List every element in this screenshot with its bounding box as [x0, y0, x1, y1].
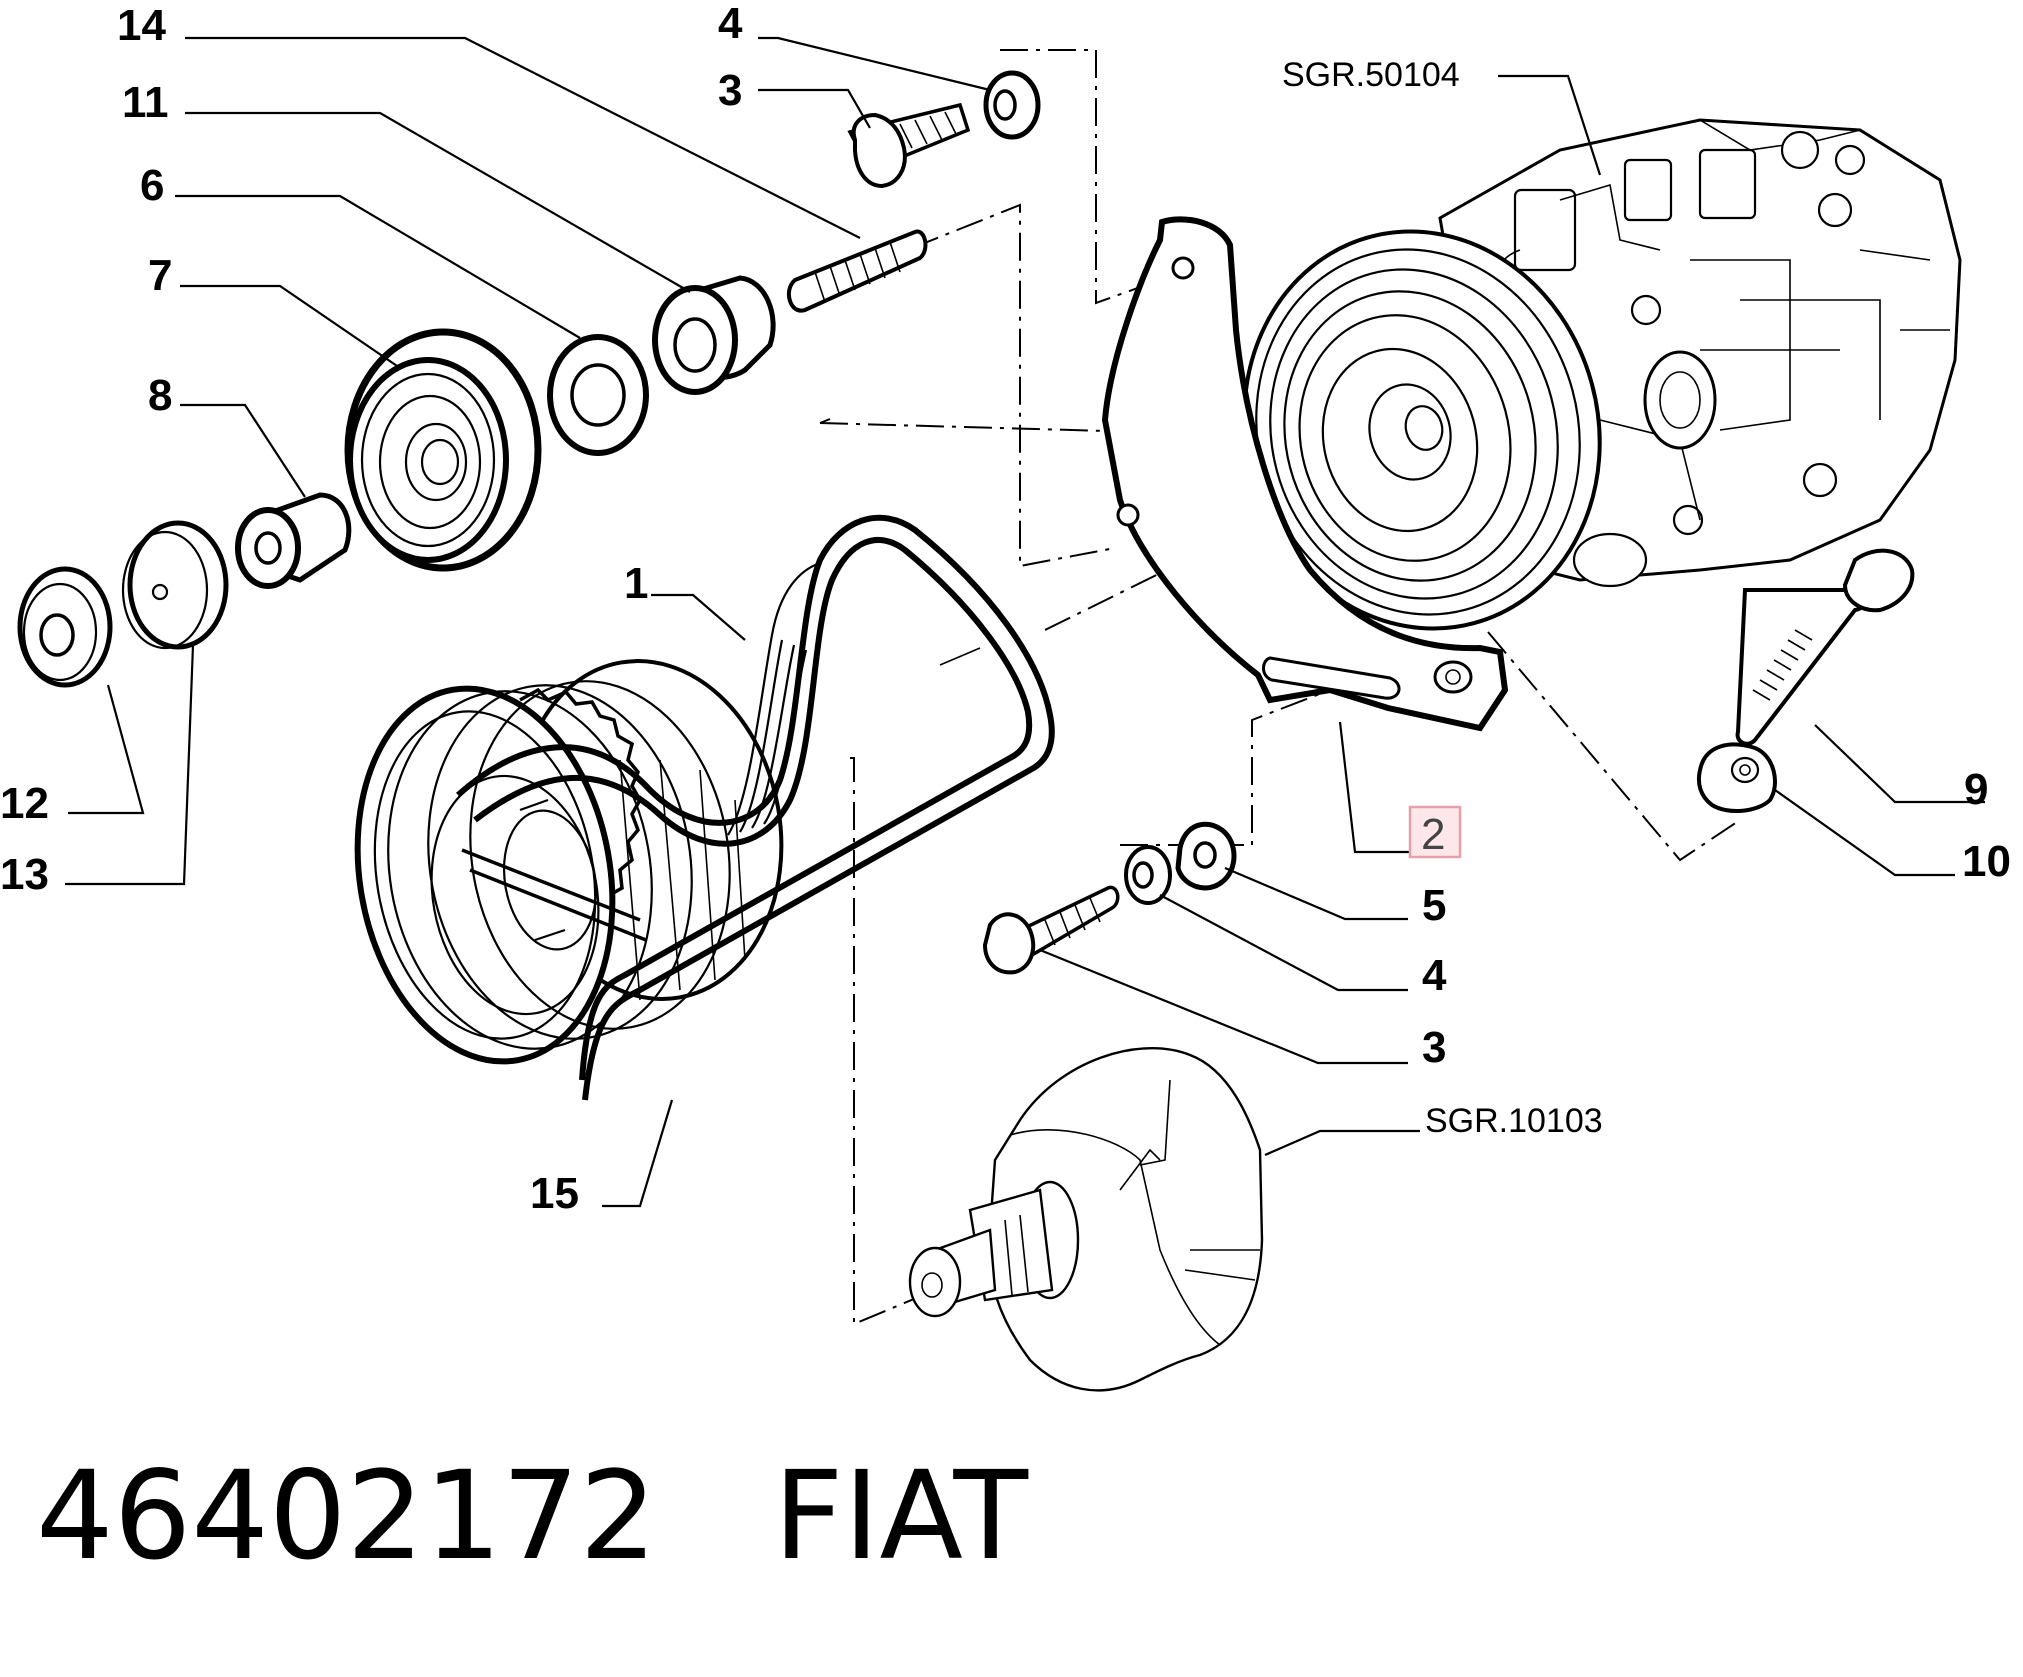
spacer: [652, 275, 776, 395]
crankshaft-pulley: [354, 659, 784, 1065]
callout-10: 10: [1962, 837, 2011, 886]
long-bolt: [1735, 548, 1915, 746]
callout-6: 6: [140, 161, 164, 210]
idler-pulley: [344, 328, 542, 572]
washer-bottom: [1124, 845, 1172, 905]
washer-large: [547, 334, 649, 456]
washer-top: [983, 70, 1041, 140]
highlight-box: [1408, 805, 1462, 859]
ac-compressor: [1242, 118, 1962, 631]
bolt-top: [847, 102, 971, 189]
callout-3-top: 3: [718, 66, 742, 115]
reference-crankshaft: SGR.10103: [1425, 1102, 1603, 1140]
callout-4-top: 4: [718, 0, 743, 48]
cap-washer: [121, 520, 229, 650]
callout-labels: 14 11 6 7 8 12 13 1 15 4 3 2 5 4 3 9 10 …: [0, 0, 2011, 1218]
mounting-bracket: [1101, 216, 1509, 732]
callout-15: 15: [530, 1169, 579, 1218]
sleeve: [235, 492, 352, 589]
brand-name: FIAT: [773, 1445, 1028, 1587]
nut-bottom: [1175, 821, 1237, 891]
callout-4-bottom: 4: [1422, 951, 1447, 1000]
part-caption: 46402172 FIAT: [36, 1455, 1028, 1577]
callout-12: 12: [0, 779, 49, 828]
caption-gap: [657, 1445, 773, 1587]
leader-lines: [65, 36, 1985, 1208]
flat-washer: [17, 566, 113, 688]
hex-nut: [1696, 742, 1777, 813]
callout-1: 1: [624, 559, 648, 608]
stud: [786, 229, 928, 313]
part-number: 46402172: [36, 1445, 657, 1587]
poly-v-belt: [456, 514, 1055, 1101]
callout-3-bottom: 3: [1422, 1023, 1446, 1072]
bolt-bottom: [982, 885, 1120, 975]
reference-compressor: SGR.50104: [1282, 56, 1460, 94]
callout-14: 14: [117, 1, 166, 50]
callout-8: 8: [148, 371, 172, 420]
callout-7: 7: [148, 251, 172, 300]
crankshaft: [908, 1047, 1264, 1392]
callout-9: 9: [1964, 765, 1988, 814]
callout-2: 2: [1421, 810, 1445, 859]
callout-11: 11: [122, 78, 169, 127]
callout-13: 13: [0, 850, 49, 899]
callout-5: 5: [1422, 881, 1446, 930]
